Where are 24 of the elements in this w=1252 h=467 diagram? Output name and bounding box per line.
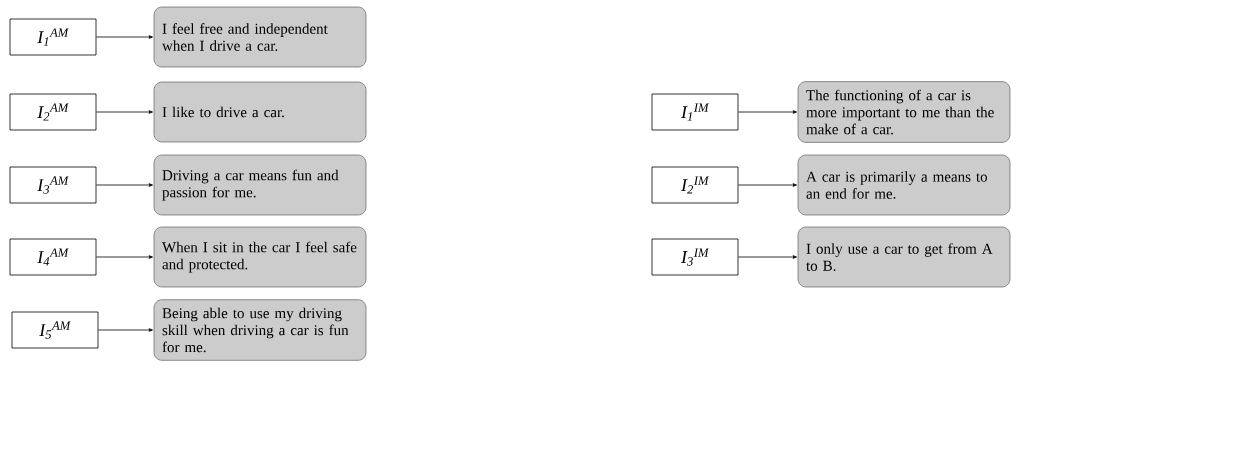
- statement-box: Being able to use my driving skill when driving a car is fun for me.: [153, 299, 367, 361]
- arrow: [738, 183, 797, 187]
- statement-box: I only use a car to get from A to B.: [797, 226, 1011, 288]
- arrow: [96, 110, 153, 114]
- arrow: [738, 110, 797, 114]
- symbol-box: I$_{4}$AM: [9, 238, 97, 276]
- statement-box: When I sit in the car I feel safe and protected.: [153, 226, 367, 288]
- arrow: [96, 255, 153, 259]
- symbol-box: I$_{2}$IM: [651, 166, 739, 204]
- arrow: [96, 35, 153, 39]
- statement-box: A car is primarily a means to an end for me.: [797, 154, 1011, 216]
- symbol-box: I$_{5}$AM: [11, 311, 99, 349]
- symbol-box: I$_{1}$AM: [9, 18, 97, 56]
- statement-box: Driving a car means fun and passion for me.: [153, 154, 367, 216]
- symbol-box: I$_{2}$AM: [9, 93, 97, 131]
- arrow: [738, 255, 797, 259]
- symbol-box: I$_{3}$IM: [651, 238, 739, 276]
- statement-box: The functioning of a car is more important to me than the make of a car.: [797, 81, 1011, 143]
- statement-box: I feel free and independent when I drive a car.: [153, 6, 367, 68]
- statement-box: I like to drive a car.: [153, 81, 367, 143]
- symbol-box: I$_{3}$AM: [9, 166, 97, 204]
- arrow: [96, 183, 153, 187]
- symbol-box: I$_{1}$IM: [651, 93, 739, 131]
- arrow: [98, 328, 153, 332]
